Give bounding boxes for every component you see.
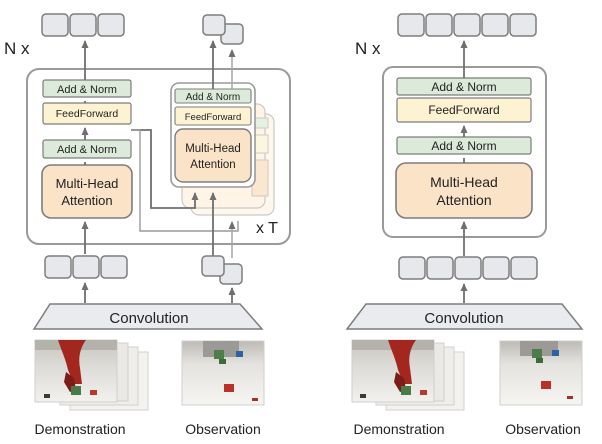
token — [398, 256, 426, 280]
left-obs-output-tokens — [202, 14, 244, 45]
left-inner-attention-label-2: Attention — [190, 159, 235, 171]
token — [69, 13, 97, 37]
token — [454, 256, 482, 280]
connector — [131, 129, 199, 209]
right-add-norm-top-label: Add & Norm — [431, 80, 496, 94]
left-attention-label-1: Multi-Head — [56, 176, 119, 191]
token — [453, 13, 481, 37]
right-attention-label-2: Attention — [436, 192, 491, 208]
token — [100, 255, 128, 279]
token — [97, 13, 125, 37]
left-convolution — [32, 303, 264, 330]
token — [482, 256, 510, 280]
right-demonstration-image — [351, 339, 465, 411]
right-attention — [395, 162, 533, 219]
left-inner-attention — [174, 128, 252, 183]
left-inner-feed-forward — [174, 106, 252, 126]
token — [397, 13, 425, 37]
left-input-tokens — [44, 255, 128, 279]
token — [41, 13, 69, 37]
token — [425, 13, 453, 37]
left-diagram: N x Add & Norm FeedForward Add & Norm Mu… — [4, 13, 291, 437]
right-feed-forward — [396, 97, 532, 123]
right-diagram: N x Add & Norm FeedForward Add & Norm Mu… — [345, 13, 584, 437]
left-inner-attention-label-1: Multi-Head — [185, 143, 241, 155]
right-feed-forward-label: FeedForward — [428, 103, 499, 117]
left-feed-forward — [42, 102, 132, 125]
left-add-norm-bottom-label: Add & Norm — [57, 144, 117, 156]
right-add-norm-bottom-label: Add & Norm — [431, 139, 496, 153]
left-feed-forward-label: FeedForward — [56, 108, 119, 120]
left-output-tokens — [41, 13, 125, 37]
left-inner-add-norm-label: Add & Norm — [186, 92, 240, 103]
right-demo-caption: Demonstration — [353, 421, 444, 437]
right-convolution-label: Convolution — [424, 310, 503, 327]
right-attention-label-1: Multi-Head — [430, 174, 498, 190]
right-convolution — [345, 303, 584, 330]
left-add-norm-top — [42, 79, 132, 98]
token — [72, 255, 100, 279]
token — [44, 255, 72, 279]
token — [481, 13, 509, 37]
left-observation-image — [181, 340, 265, 406]
token — [201, 255, 225, 277]
left-obs-caption: Observation — [185, 421, 260, 437]
right-output-tokens — [397, 13, 537, 37]
left-demonstration-image — [34, 339, 149, 411]
left-inner-feed-forward-label: FeedForward — [185, 112, 242, 123]
left-demo-caption: Demonstration — [34, 421, 125, 437]
token — [426, 256, 454, 280]
left-obs-input-tokens — [201, 255, 243, 285]
token — [509, 13, 537, 37]
connector — [131, 129, 239, 232]
right-repeat-label: N x — [355, 39, 381, 58]
left-attention — [41, 164, 133, 219]
left-repeat-label: N x — [4, 39, 30, 58]
right-input-tokens — [398, 256, 538, 280]
right-obs-caption: Observation — [505, 421, 580, 437]
left-attention-label-2: Attention — [61, 193, 112, 208]
token — [510, 256, 538, 280]
left-inner-repeat-label: x T — [256, 220, 278, 237]
right-observation-image — [499, 340, 583, 406]
left-add-norm-bottom — [42, 139, 132, 159]
left-convolution-label: Convolution — [109, 310, 188, 327]
token — [202, 14, 226, 36]
left-add-norm-top-label: Add & Norm — [57, 84, 117, 96]
